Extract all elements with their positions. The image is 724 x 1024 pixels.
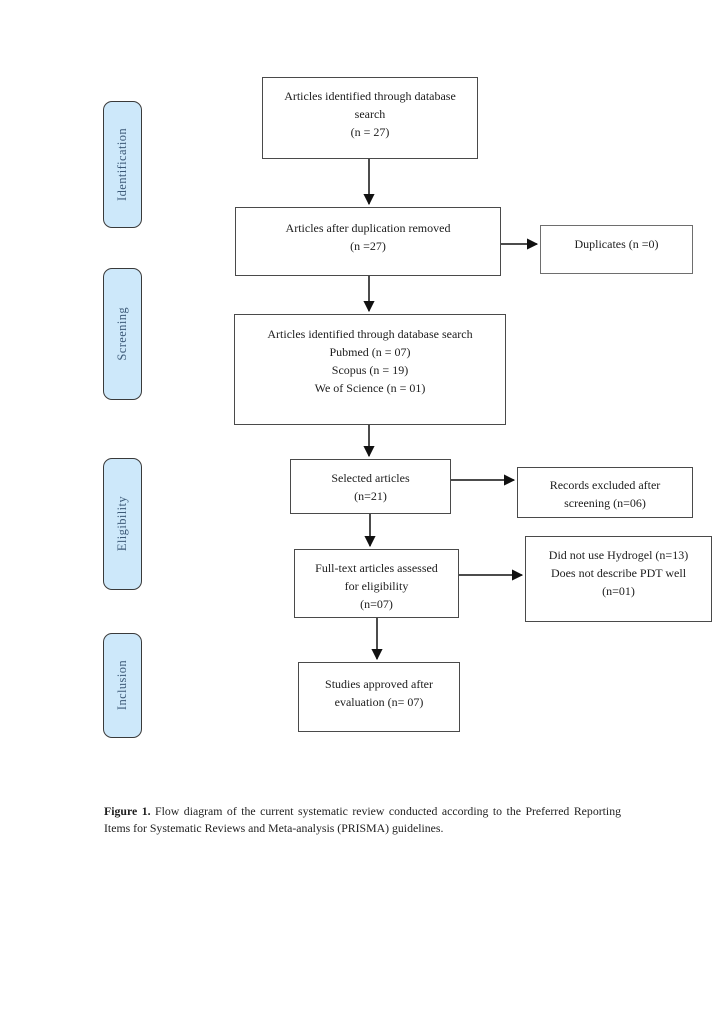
box-fulltext-assessed: Full-text articles assessed for eligibil… — [294, 549, 459, 618]
box-database-breakdown: Articles identified through database sea… — [234, 314, 506, 425]
box-articles-identified: Articles identified through database sea… — [262, 77, 478, 159]
stage-eligibility: Eligibility — [103, 458, 142, 590]
figure-caption-text: Flow diagram of the current systematic r… — [104, 804, 621, 836]
box-duplicates-text: Duplicates (n =0) — [574, 237, 659, 251]
box-after-duplication-text: Articles after duplication removed (n =2… — [285, 221, 451, 253]
figure-caption-label: Figure 1. — [104, 804, 151, 818]
box-fulltext-excluded: Did not use Hydrogel (n=13) Does not des… — [525, 536, 712, 622]
box-records-excluded-text: Records excluded after screening (n=06) — [549, 478, 661, 510]
stage-identification-label: Identification — [115, 128, 129, 201]
stage-screening: Screening — [103, 268, 142, 400]
box-selected-articles: Selected articles (n=21) — [290, 459, 451, 514]
stage-screening-label: Screening — [115, 307, 129, 361]
stage-inclusion: Inclusion — [103, 633, 142, 738]
box-fulltext-assessed-text: Full-text articles assessed for eligibil… — [315, 561, 438, 611]
stage-inclusion-label: Inclusion — [115, 660, 129, 711]
box-articles-identified-text: Articles identified through database sea… — [284, 89, 456, 139]
box-selected-articles-text: Selected articles (n=21) — [331, 471, 410, 503]
box-database-breakdown-text: Articles identified through database sea… — [267, 327, 473, 395]
box-records-excluded: Records excluded after screening (n=06) — [517, 467, 693, 518]
box-studies-approved: Studies approved after evaluation (n= 07… — [298, 662, 460, 732]
stage-identification: Identification — [103, 101, 142, 228]
box-fulltext-excluded-text: Did not use Hydrogel (n=13) Does not des… — [548, 548, 689, 598]
box-studies-approved-text: Studies approved after evaluation (n= 07… — [325, 677, 433, 709]
stage-eligibility-label: Eligibility — [115, 496, 129, 552]
box-after-duplication: Articles after duplication removed (n =2… — [235, 207, 501, 276]
figure-caption: Figure 1. Flow diagram of the current sy… — [104, 803, 621, 838]
box-duplicates: Duplicates (n =0) — [540, 225, 693, 274]
